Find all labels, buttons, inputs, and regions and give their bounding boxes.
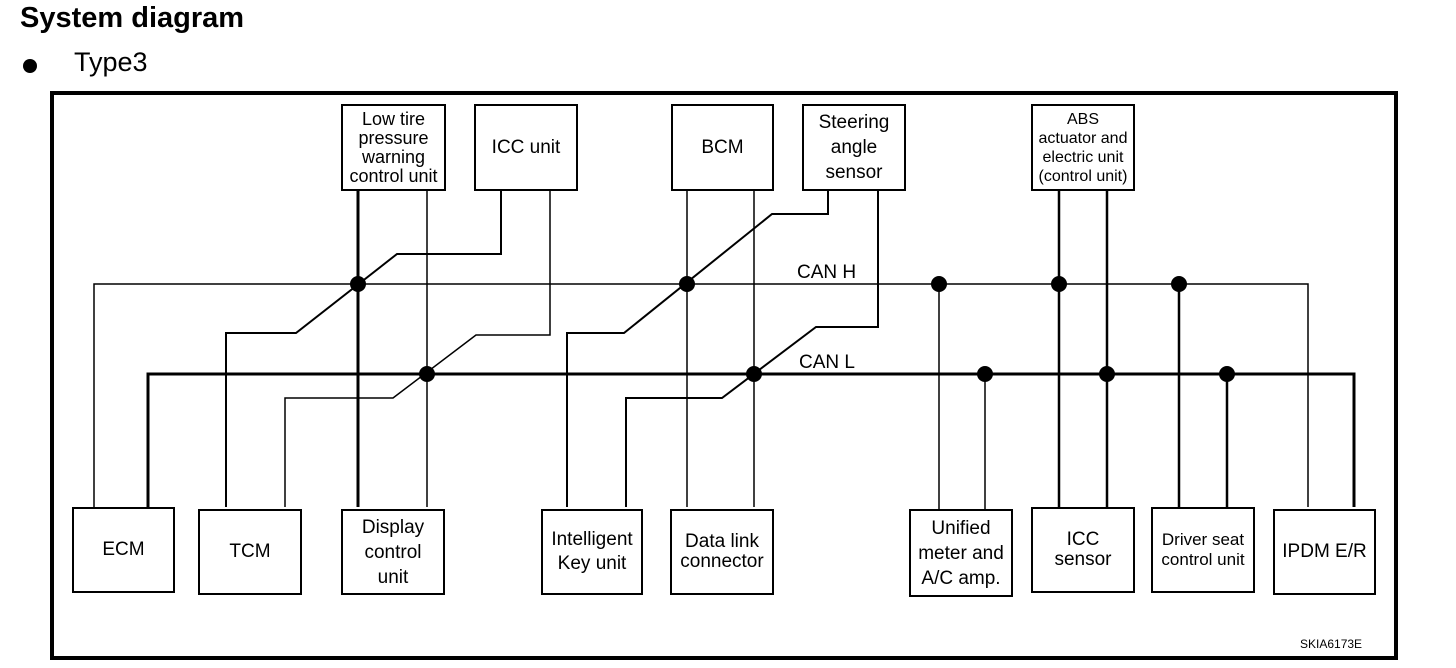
junction-dot [1051,276,1067,292]
unit-label: Unified meter and A/C amp. [918,517,1004,589]
junction-dot [679,276,695,292]
junction-dot [746,366,762,382]
can-l-label: CAN L [799,352,855,373]
unit-label: ABS actuator and electric unit (control … [1038,110,1128,185]
can-h-label: CAN H [797,262,857,283]
unit-label: ECM [102,539,145,560]
wire-icc-unit-l [284,190,551,507]
junction-dot [931,276,947,292]
unit-label: Intelligent Key unit [551,529,633,574]
unit-driver-seat-control-unit: Driver seat control unit [1151,507,1255,593]
unit-data-link-connector: Data link connector [670,509,774,595]
unit-label: Data link connector [680,531,764,572]
wire-steering-l [625,190,879,507]
unit-label: ICC sensor [1054,529,1112,570]
unit-ipdm-er: IPDM E/R [1273,509,1376,595]
unit-label: IPDM E/R [1282,541,1367,562]
can-l-bus [146,372,1356,507]
can-h-bus [93,283,1309,507]
unit-intelligent-key-unit: Intelligent Key unit [541,509,643,595]
unit-label: Display control unit [361,516,425,588]
junction-dot [977,366,993,382]
junction-dot [1219,366,1235,382]
unit-icc-sensor: ICC sensor [1031,507,1135,593]
unit-abs-actuator-and-electric-unit: ABS actuator and electric unit (control … [1031,104,1135,191]
unit-unified-meter-and-ac-amp: Unified meter and A/C amp. [909,509,1013,597]
junction-dot [1099,366,1115,382]
unit-bcm: BCM [671,104,774,191]
junction-dot [1171,276,1187,292]
figure-code: SKIA6173E [1300,637,1363,651]
unit-low-tire-pressure-warning-control-unit: Low tire pressure warning control unit [341,104,446,191]
junction-dot [350,276,366,292]
unit-label: Driver seat control unit [1161,530,1245,569]
bullet-icon [23,59,37,73]
diagram-subtitle: Type3 [74,47,148,77]
wire-steering-h [566,190,829,507]
unit-steering-angle-sensor: Steering angle sensor [802,104,906,191]
diagram-frame [50,91,1398,660]
wire-icc-unit-h [225,190,502,507]
junction-dot [419,366,435,382]
unit-label: BCM [701,136,744,158]
unit-ecm: ECM [72,507,175,593]
page-title: System diagram [20,2,245,34]
unit-tcm: TCM [198,509,302,595]
unit-label: Steering angle sensor [818,112,890,183]
unit-label: TCM [229,541,271,562]
unit-label: ICC unit [491,136,561,158]
unit-label: Low tire pressure warning control unit [349,108,438,186]
unit-icc-unit: ICC unit [474,104,578,191]
unit-display-control-unit: Display control unit [341,509,445,595]
